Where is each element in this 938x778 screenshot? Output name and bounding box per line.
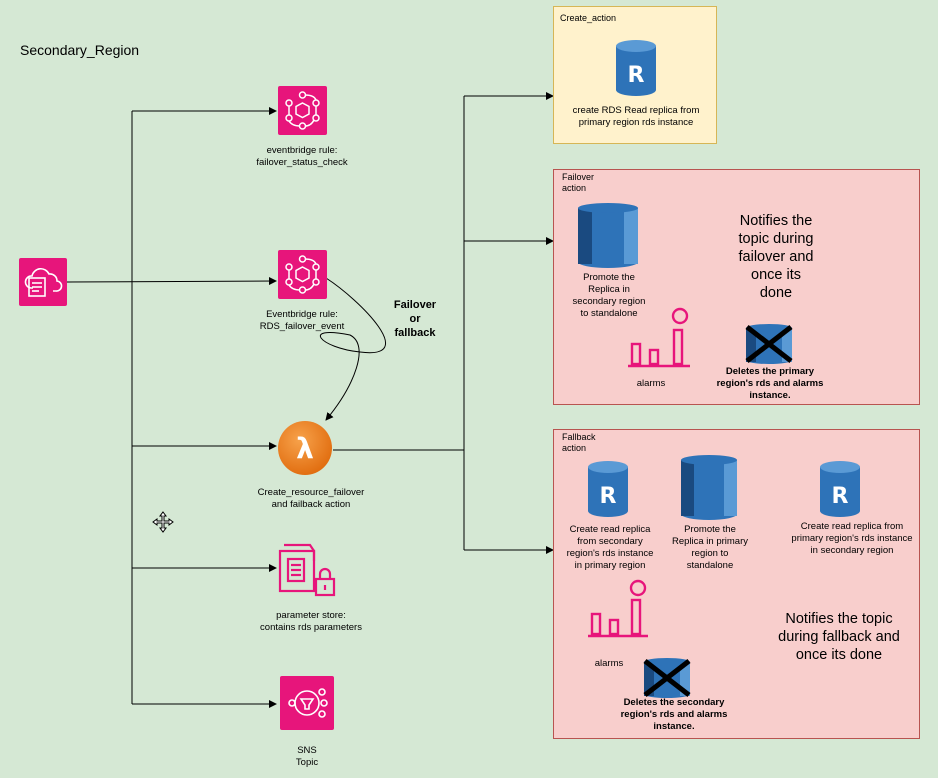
sns-label: SNS Topic [295,745,319,768]
create-action-rds-label: create RDS Read replica from primary reg… [572,105,700,128]
svg-text:R: R [600,484,617,509]
rds-icon: R [817,460,863,518]
cloud-logs-icon[interactable] [19,258,67,306]
deleted-rds-icon [642,658,692,698]
fallback-action-box[interactable]: Fallback action R Create read replica fr… [553,429,920,739]
edge-cloudtrail-eventbridge2 [66,277,277,286]
alarms-icon [628,306,692,370]
eventbridge-icon[interactable] [278,86,327,135]
edge-eventbridge2-lambda [319,277,386,421]
svg-text:λ: λ [296,432,314,465]
fallback-alarms-label: alarms [594,658,624,669]
create-action-title: Create_action [560,13,617,23]
eventbridge-icon[interactable] [278,250,327,299]
failover-action-title: Failover action [562,172,595,193]
eventbridge1-label: eventbridge rule: failover_status_check [256,145,348,168]
fallback-notify-text: Notifies the topic during fallback and o… [778,611,900,663]
fallback-promote-label: Promote the Replica in primary region to… [671,524,749,571]
sns-icon[interactable] [280,676,334,730]
failover-delete-label: Deletes the primary region's rds and ala… [716,366,824,401]
lambda-label: Create_resource_failover and failback ac… [257,487,365,510]
move-cursor-icon [152,511,174,533]
fallback-create-replica-label: Create read replica from secondary regio… [566,524,654,571]
rds-icon: R [613,39,659,97]
failover-promote-label: Promote the Replica in secondary region … [572,272,646,319]
rds-instance-icon [576,202,640,268]
deleted-rds-icon [744,324,794,364]
failover-action-box[interactable]: Failover action Promote the Replica in s… [553,169,920,405]
parameter-store-label: parameter store: contains rds parameters [260,610,362,633]
lambda-icon[interactable]: λ [277,420,333,476]
failover-alarms-label: alarms [636,378,666,389]
svg-text:R: R [832,484,849,509]
rds-instance-icon [679,454,739,520]
fallback-delete-label: Deletes the secondary region's rds and a… [620,697,728,732]
rds-icon: R [585,460,631,518]
region-title: Secondary_Region [20,42,140,58]
failover-notify-text: Notifies the topic during failover and o… [738,213,814,301]
edge-label-failover-fallback: Failover or fallback [393,299,437,339]
eventbridge2-label: Eventbridge rule: RDS_failover_event [259,309,345,332]
svg-text:R: R [628,63,645,88]
fallback-create-replica2-label: Create read replica from primary region'… [791,521,913,556]
alarms-icon [588,578,650,640]
parameter-store-icon[interactable] [276,535,340,599]
fallback-action-title: Fallback action [562,432,596,453]
create-action-box[interactable]: Create_action R create RDS Read replica … [553,6,717,144]
